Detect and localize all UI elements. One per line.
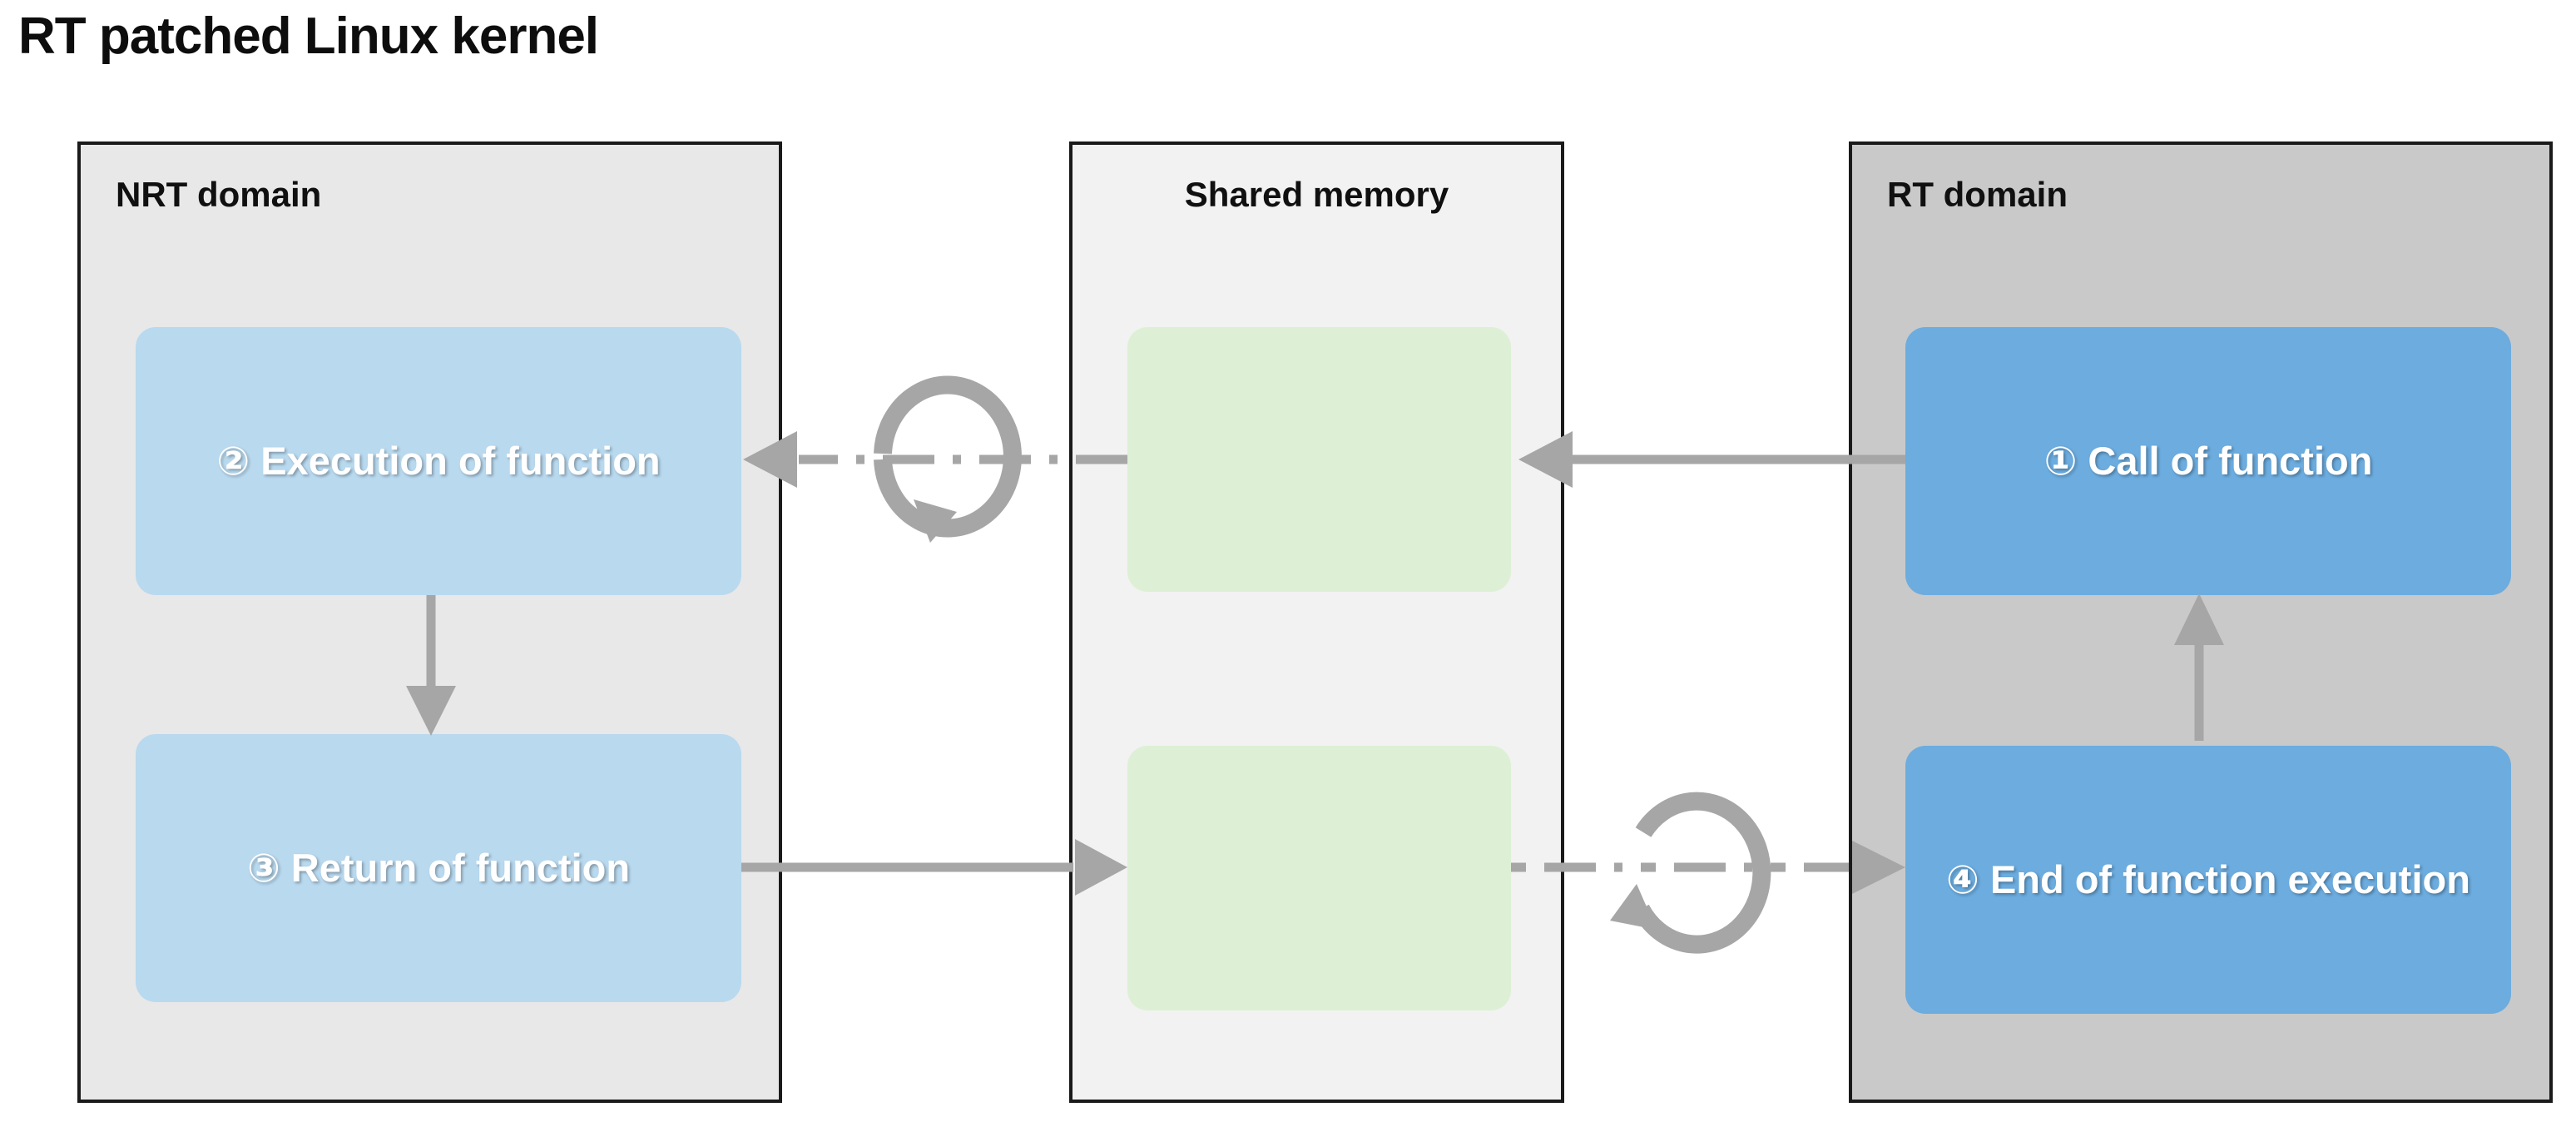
panel-label-shared-memory: Shared memory [1184, 175, 1449, 214]
node-end-of-function-execution[interactable]: ④ End of function execution [1905, 746, 2511, 1014]
connector-rt-call-to-shared-top [1518, 431, 1905, 488]
node-shared-memory-slot-bottom[interactable] [1127, 746, 1511, 1010]
panel-label-rt-domain: RT domain [1887, 175, 2068, 214]
node-execution-of-function[interactable]: ② Execution of function [136, 327, 741, 595]
panel-label-nrt-domain: NRT domain [116, 175, 322, 214]
node-return-of-function[interactable]: ③ Return of function [136, 734, 741, 1002]
loop-icon-domain-switch-bottom [1610, 792, 1771, 954]
node-call-of-function[interactable]: ① Call of function [1905, 327, 2511, 595]
loop-icon-domain-switch-top [874, 375, 1022, 543]
connector-shared-bottom-to-rt-end [1511, 841, 1905, 894]
page-title: RT patched Linux kernel [18, 7, 599, 65]
node-shared-memory-slot-top[interactable] [1127, 327, 1511, 592]
